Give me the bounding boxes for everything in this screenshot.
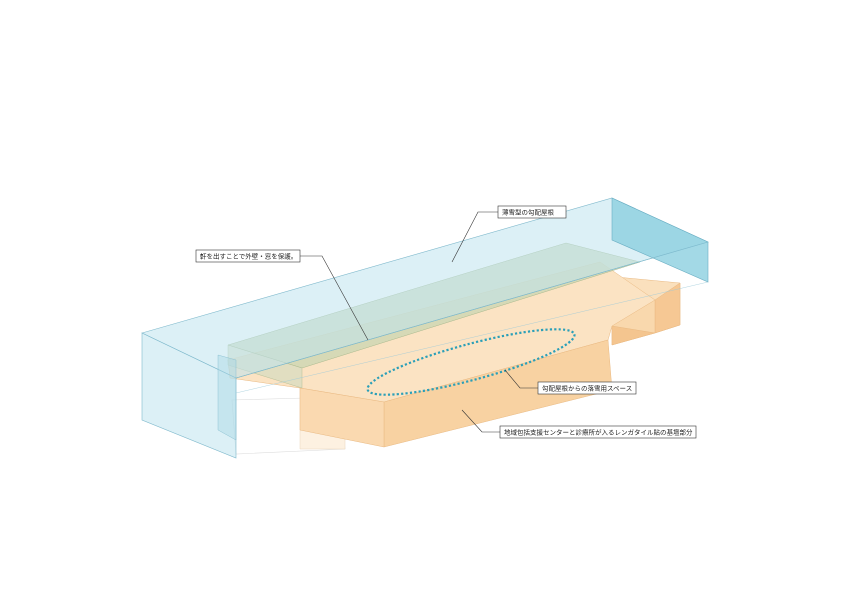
label-base: 地域包括支援センターと診療所が入るレンガタイル貼の基壇部分 (499, 425, 697, 439)
label-roof: 薄雪型の勾配屋根 (497, 205, 567, 219)
label-roof-box (497, 205, 567, 219)
leader-eave (300, 255, 369, 341)
base-end-face (299, 387, 385, 448)
label-snow-space: 勾配屋根からの落雪用スペース (537, 381, 637, 395)
leader-snow (504, 369, 538, 389)
label-eave-text: 軒を出すことで外壁・窓を保護。 (200, 252, 297, 261)
roof-left-end (141, 332, 237, 459)
label-base-box (499, 425, 697, 439)
label-base-text: 地域包括支援センターと診療所が入るレンガタイル貼の基壇部分 (504, 428, 693, 437)
label-snow-space-text: 勾配屋根からの落雪用スペース (542, 384, 632, 393)
label-eave-box (195, 249, 301, 263)
roof-volume (141, 197, 709, 459)
label-snow-space-box (537, 381, 637, 395)
roof-left-return (217, 354, 237, 441)
label-eave: 軒を出すことで外壁・窓を保護。 (195, 249, 301, 263)
base-mid-block-end (611, 325, 656, 346)
leader-roof (451, 211, 498, 263)
leader-base (461, 409, 500, 433)
label-roof-text: 薄雪型の勾配屋根 (502, 208, 555, 217)
roof-right-end (611, 197, 709, 283)
roof-eave-edge (235, 241, 709, 379)
roof-under-edge (235, 281, 709, 394)
leader-lines (300, 211, 538, 433)
snow-fall-space-ellipse (366, 328, 576, 396)
